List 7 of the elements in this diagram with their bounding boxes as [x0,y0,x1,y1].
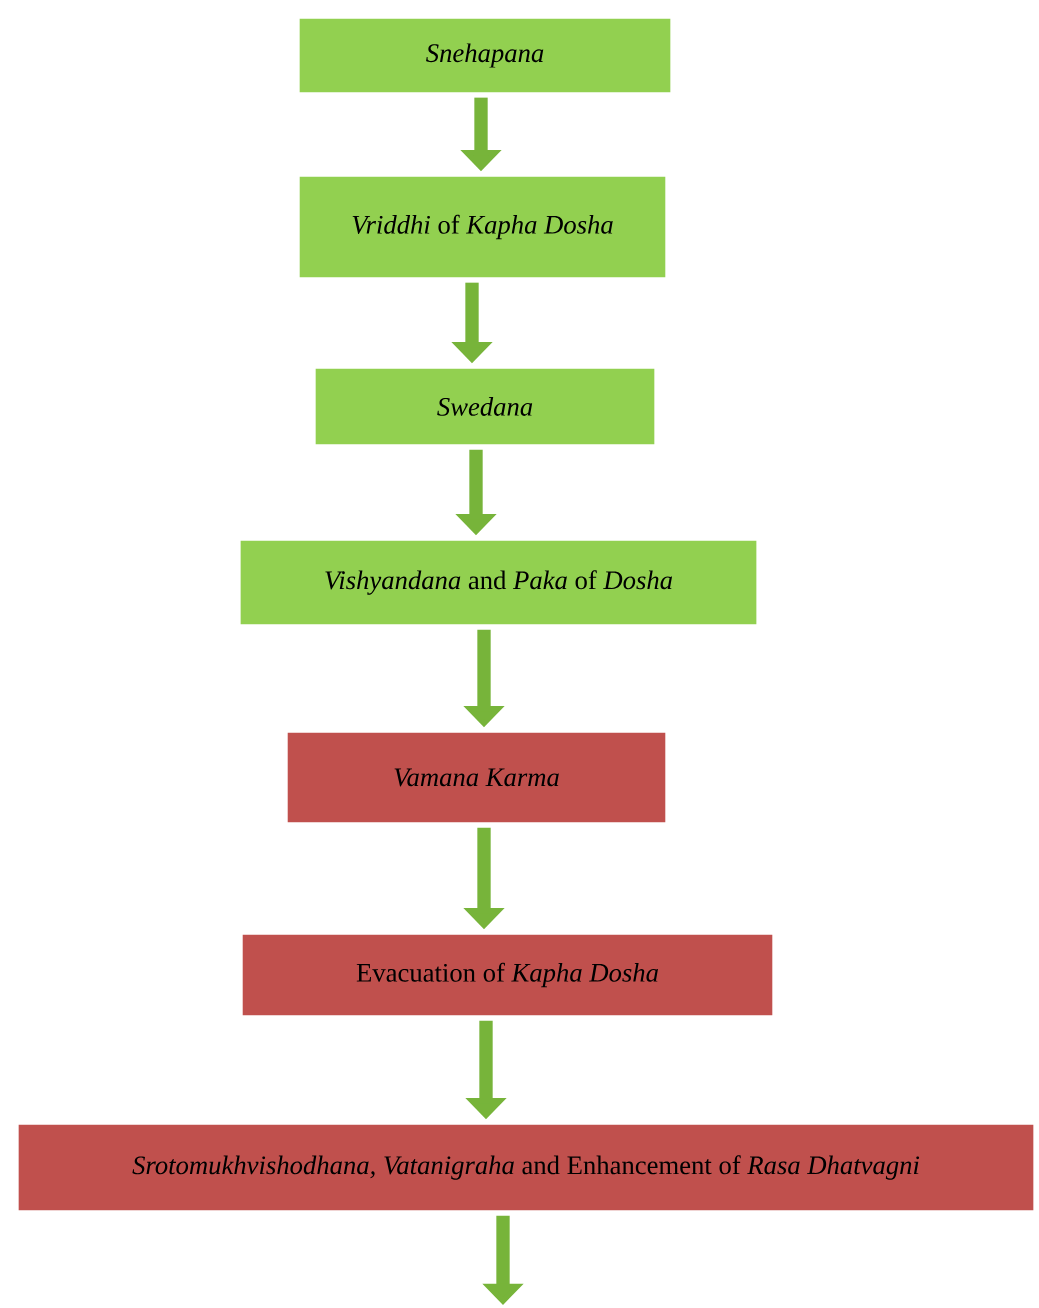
process-box: Vamana Karma [282,727,671,828]
process-box: Vriddhi of Kapha Dosha [294,171,671,283]
process-box: Srotomukhvishodhana, Vatanigraha and Enhancement of Rasa Dhatvagni [13,1119,1039,1216]
process-box: Evacuation of Kapha Dosha [237,929,778,1021]
process-box: Swedana [310,363,660,450]
process-box: Snehapana [294,13,676,98]
process-box: Vishyandana and Paka of Dosha [235,535,762,630]
